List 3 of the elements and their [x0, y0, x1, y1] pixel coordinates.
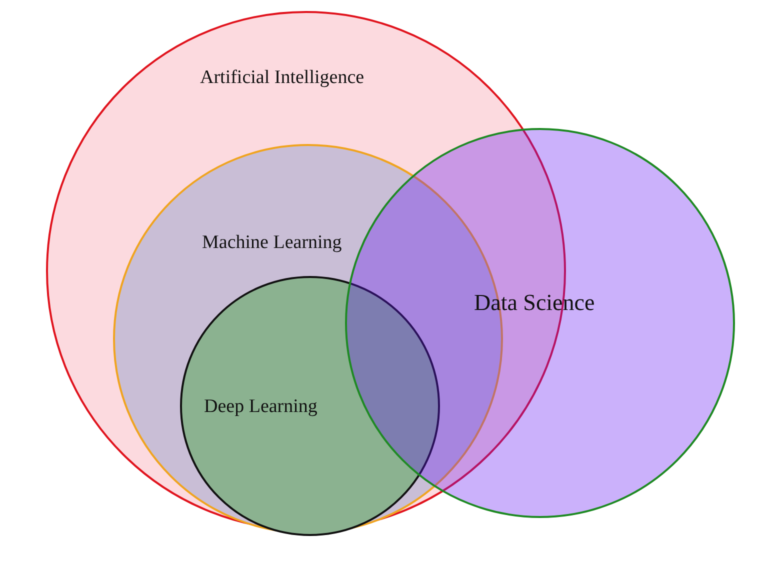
circle-label: Machine Learning [202, 232, 342, 255]
circle-label: Deep Learning [204, 396, 318, 419]
circle-label: Artificial Intelligence [200, 67, 364, 90]
